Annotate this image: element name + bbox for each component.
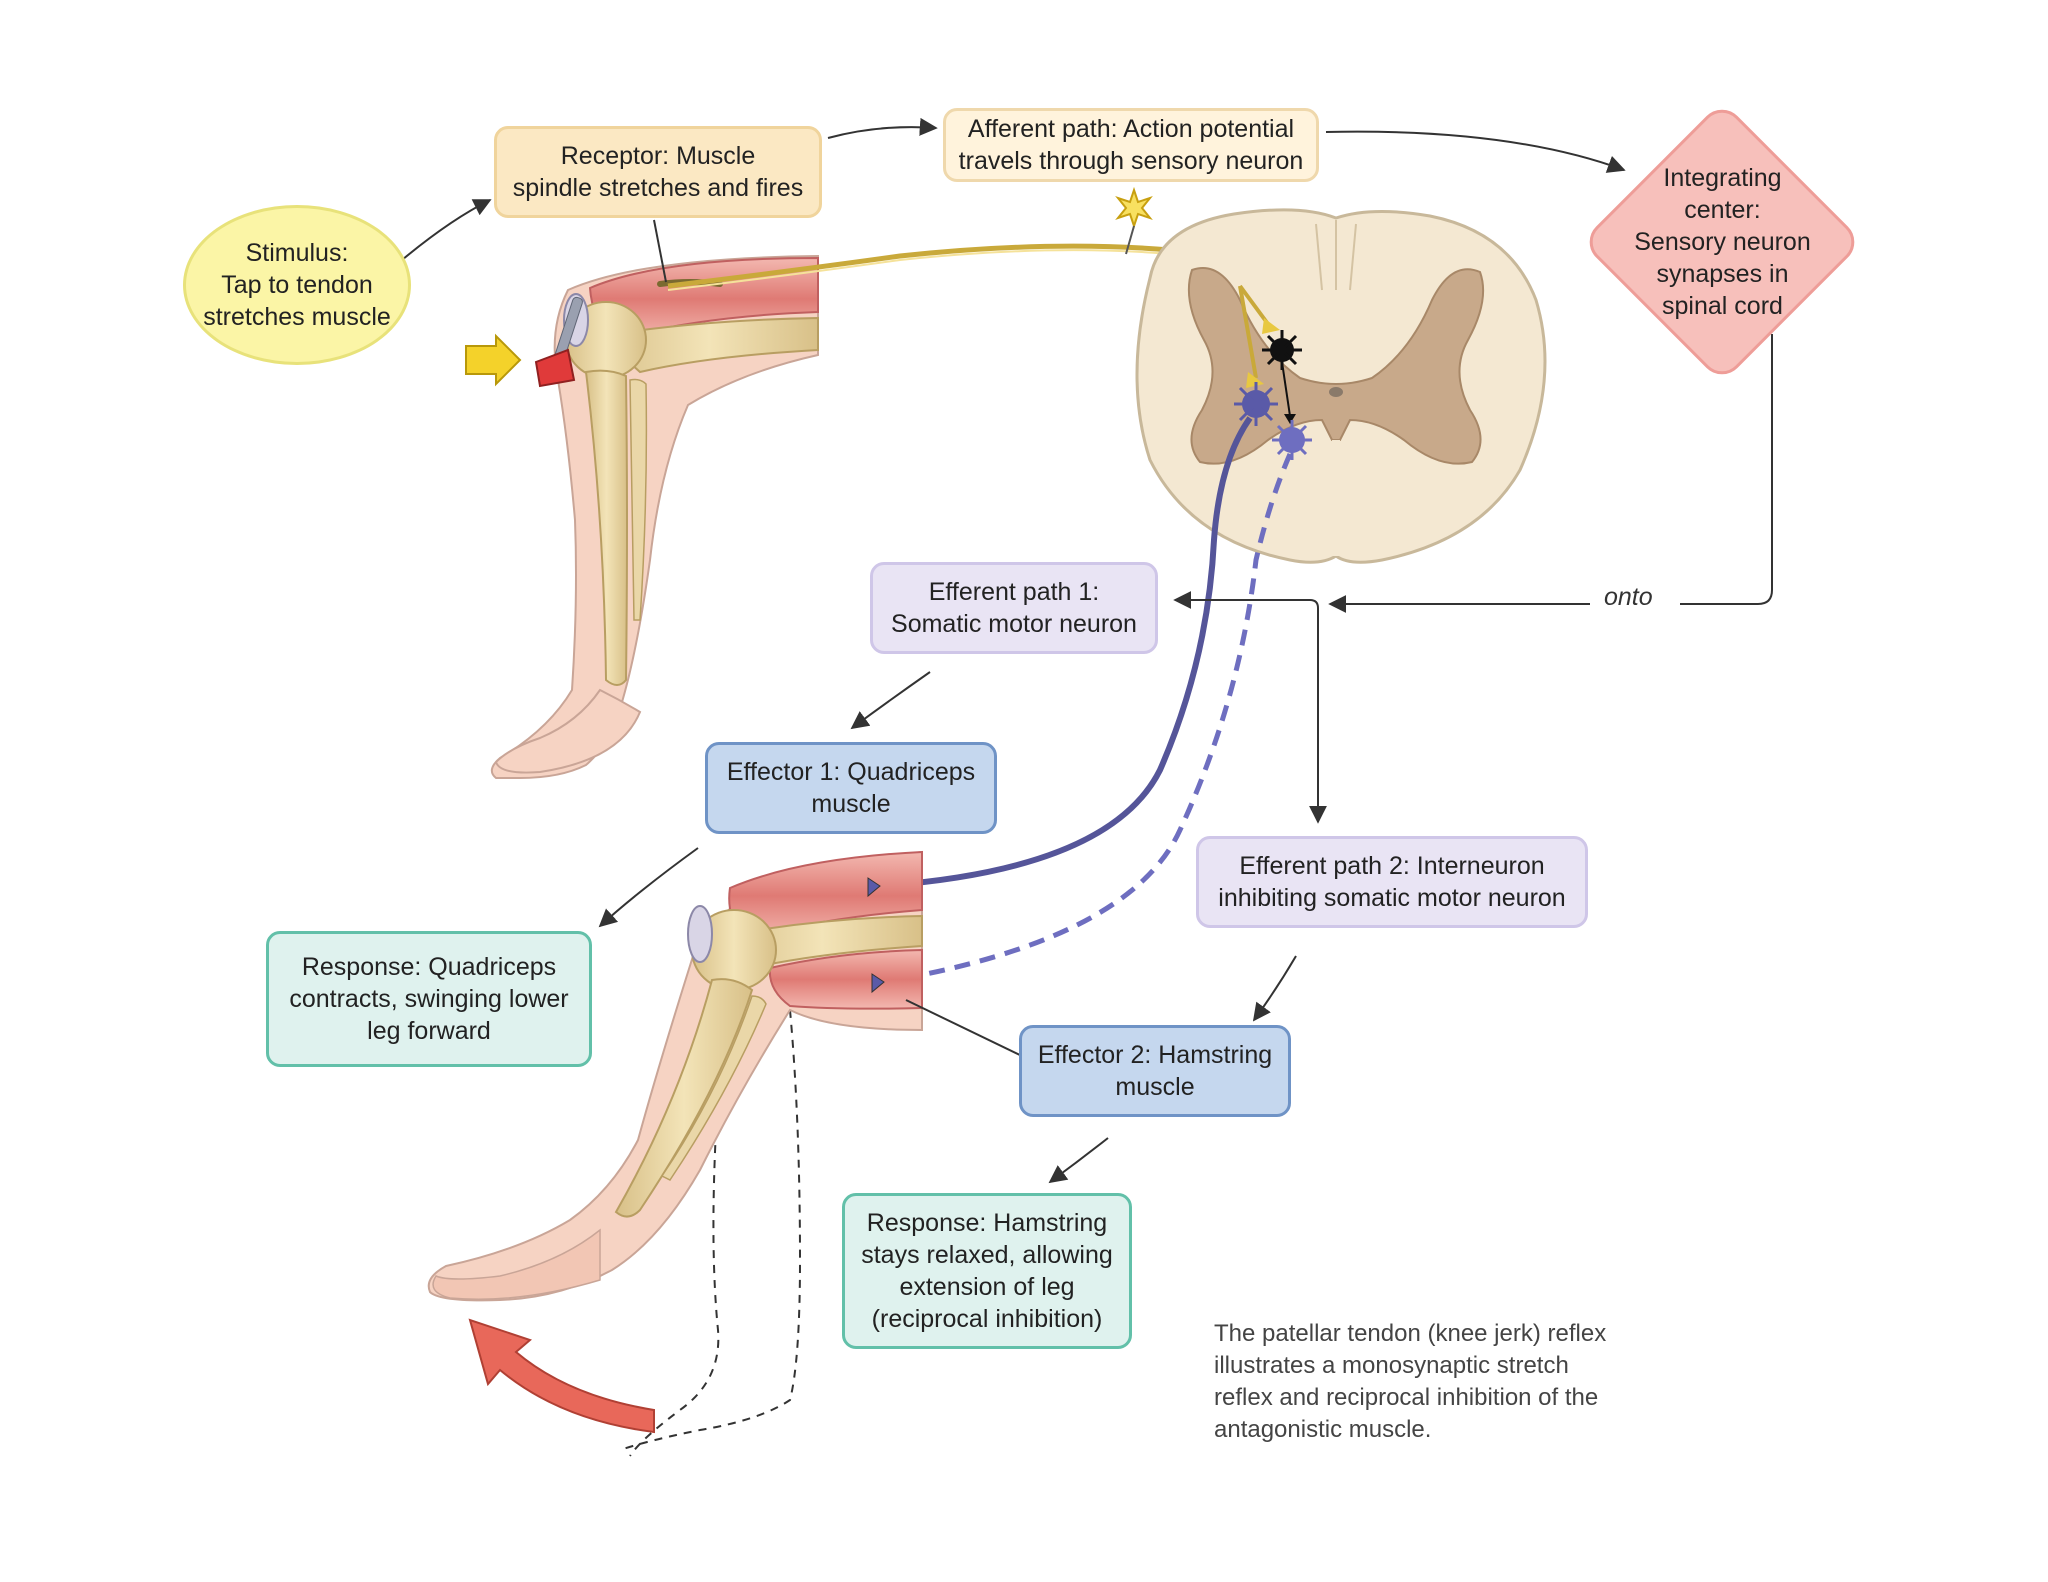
stimulus-line-1: Stimulus:: [245, 239, 349, 267]
afferent-line-2: travels through sensory neuron: [958, 147, 1304, 175]
motor-neuron-icon: [1234, 382, 1312, 460]
spinal-cord-cross-section: [1135, 208, 1547, 564]
afferent-path-box: Afferent path: Action potential travels …: [943, 108, 1319, 182]
stimulus-line-3: stretches muscle: [203, 303, 391, 331]
action-potential-icon: [1115, 186, 1153, 230]
caption-line-3: reflex and reciprocal inhibition of the: [1214, 1384, 1599, 1411]
swing-arrow-icon: [468, 1318, 655, 1434]
onto-label: onto: [1598, 583, 1659, 612]
response2-line-3: extension of leg: [899, 1273, 1075, 1301]
tap-arrow-icon: [465, 333, 522, 387]
integrating-text: Integrating center: Sensory neuron synap…: [1634, 162, 1811, 322]
response-2-box: Response: Hamstring stays relaxed, allow…: [842, 1193, 1132, 1349]
integrating-line-1: Integrating: [1663, 164, 1782, 192]
caption-line-4: antagonistic muscle.: [1214, 1416, 1432, 1443]
efferent2-line-2: inhibiting somatic motor neuron: [1218, 884, 1566, 912]
stimulus-bubble: Stimulus: Tap to tendon stretches muscle: [183, 205, 411, 365]
caption-line-1: The patellar tendon (knee jerk) reflex: [1214, 1320, 1607, 1347]
motor-neuron-axon: [879, 416, 1253, 889]
receptor-line-2: spindle stretches and fires: [512, 174, 804, 202]
integrating-line-5: spinal cord: [1662, 292, 1783, 320]
integrating-line-2: center:: [1684, 196, 1761, 224]
efferent1-line-2: Somatic motor neuron: [891, 610, 1137, 638]
top-leg-illustration: [465, 254, 819, 779]
integrating-line-3: Sensory neuron: [1634, 228, 1811, 256]
response2-line-2: stays relaxed, allowing: [861, 1241, 1113, 1269]
figure-caption: The patellar tendon (knee jerk) reflex i…: [1214, 1318, 1674, 1446]
flow-arrows: [401, 117, 1773, 1184]
response1-line-2: contracts, swinging lower: [289, 985, 569, 1013]
effector1-line-2: muscle: [811, 790, 891, 818]
integrating-line-4: synapses in: [1656, 260, 1789, 288]
effector2-line-1: Effector 2: Hamstring: [1037, 1041, 1273, 1069]
effector1-line-1: Effector 1: Quadriceps: [726, 758, 976, 786]
effector-1-box: Effector 1: Quadriceps muscle: [705, 742, 997, 834]
afferent-line-1: Afferent path: Action potential: [967, 115, 1295, 143]
response1-line-1: Response: Quadriceps: [301, 953, 557, 981]
response2-line-4: (reciprocal inhibition): [871, 1305, 1103, 1333]
inhibited-motor-neuron-axon: [883, 453, 1293, 985]
caption-line-2: illustrates a monosynaptic stretch: [1214, 1352, 1569, 1379]
efferent1-line-1: Efferent path 1:: [928, 578, 1100, 606]
bottom-leg-illustration: [427, 850, 923, 1457]
receptor-box: Receptor: Muscle spindle stretches and f…: [494, 126, 822, 218]
efferent-path-1-box: Efferent path 1: Somatic motor neuron: [870, 562, 1158, 654]
interneuron-icon: [1262, 330, 1302, 424]
reflex-hammer-icon: [534, 296, 583, 388]
efferent2-line-1: Efferent path 2: Interneuron: [1239, 852, 1545, 880]
efferent-path-2-box: Efferent path 2: Interneuron inhibiting …: [1196, 836, 1588, 928]
response-1-box: Response: Quadriceps contracts, swinging…: [266, 931, 592, 1067]
effector2-line-2: muscle: [1115, 1073, 1195, 1101]
integrating-center-diamond: Integrating center: Sensory neuron synap…: [1580, 100, 1864, 384]
response2-line-1: Response: Hamstring: [866, 1209, 1108, 1237]
response1-line-3: leg forward: [367, 1017, 491, 1045]
stimulus-line-2: Tap to tendon: [221, 271, 373, 299]
receptor-line-1: Receptor: Muscle: [560, 142, 756, 170]
effector-2-box: Effector 2: Hamstring muscle: [1019, 1025, 1291, 1117]
